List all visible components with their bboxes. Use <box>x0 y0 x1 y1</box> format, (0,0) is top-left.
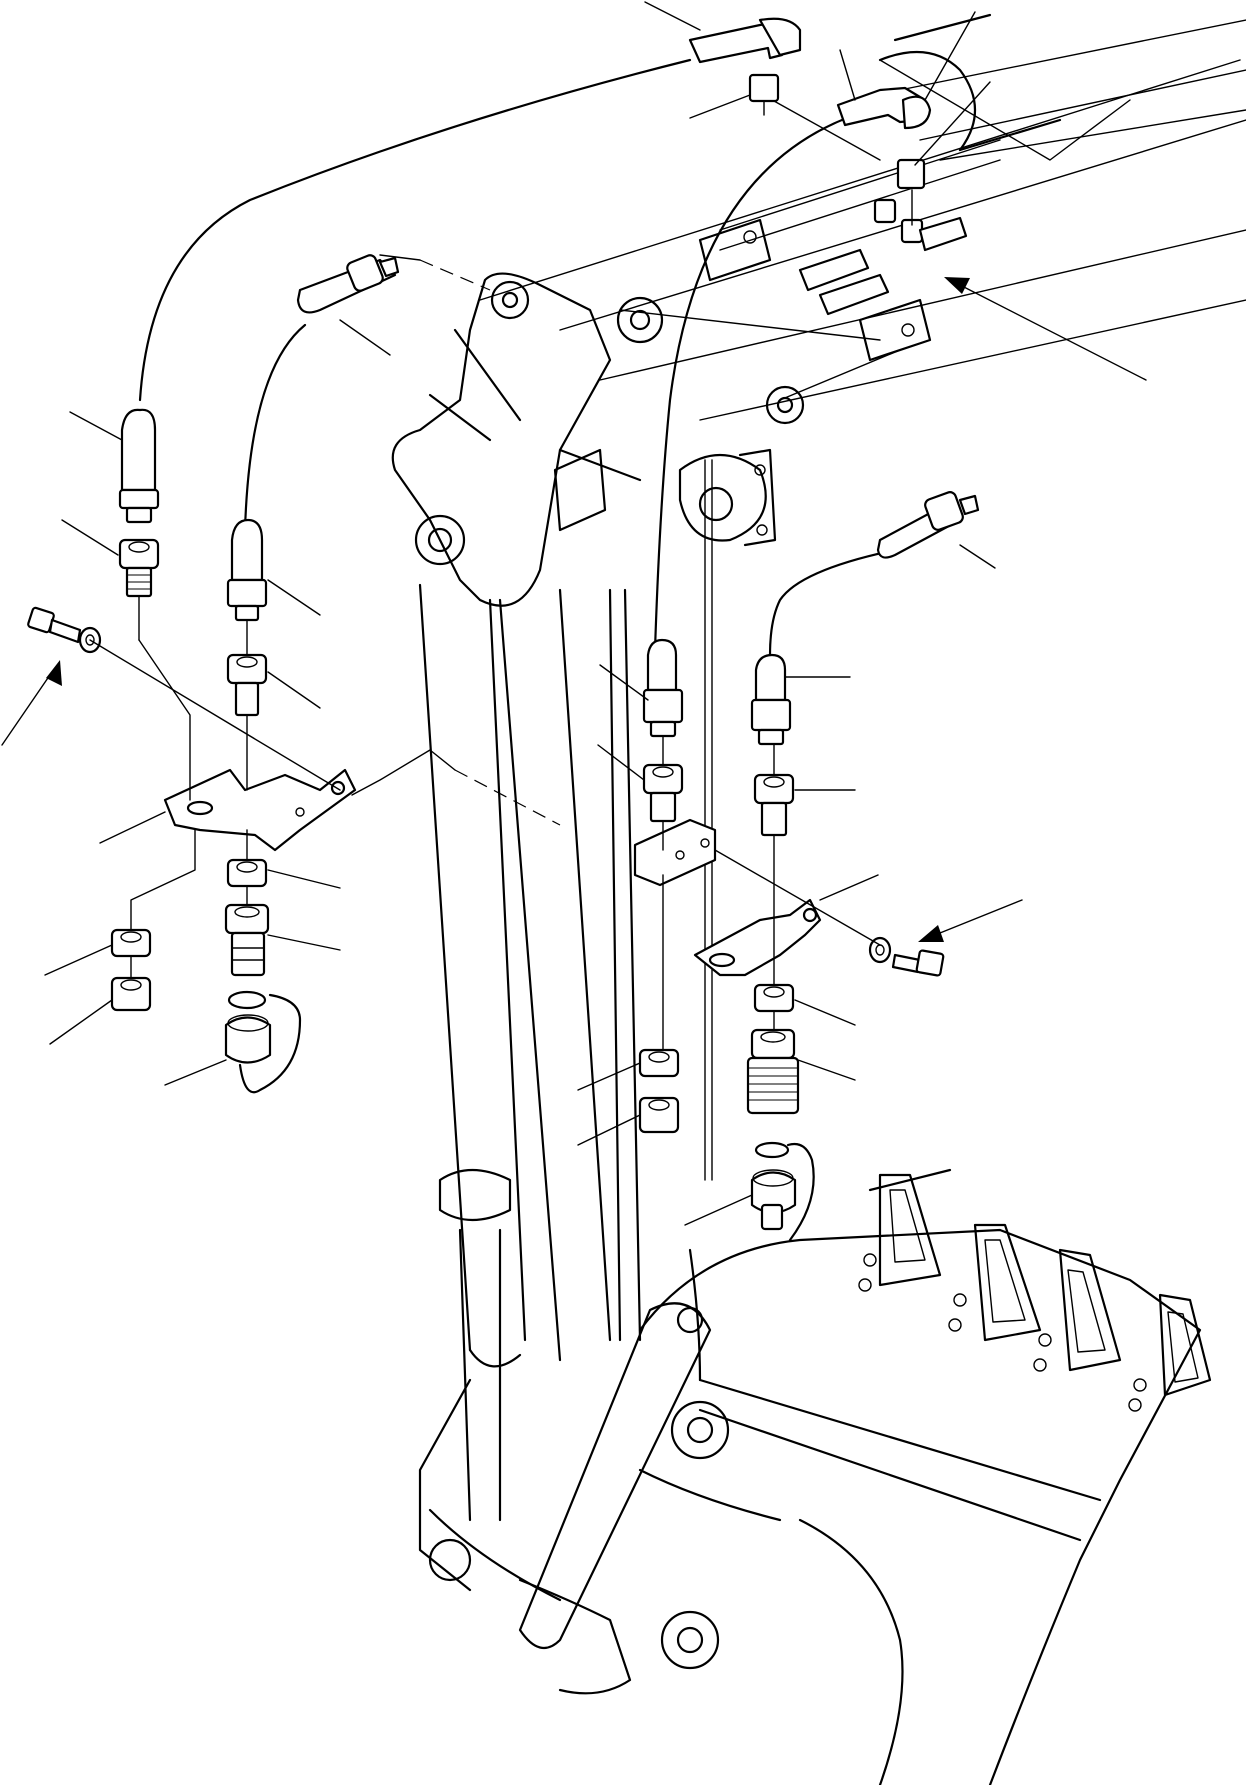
quick-coupler-icon <box>746 1028 800 1115</box>
dust-cap-icon <box>750 1141 815 1242</box>
hose-end-icon <box>118 408 160 524</box>
quick-coupler-icon <box>224 903 270 977</box>
elbow-fitting-icon <box>836 86 932 130</box>
nut-icon <box>110 928 152 958</box>
hose-end-icon <box>226 518 268 622</box>
bolt-icon <box>891 949 945 977</box>
bracket-icon <box>693 898 822 977</box>
bolt-icon <box>27 606 82 644</box>
adapter-icon <box>226 653 268 717</box>
nut-icon <box>110 976 152 1012</box>
nut-icon <box>638 1048 680 1078</box>
assembly-lines <box>89 100 913 1051</box>
hose-end-icon <box>296 254 400 314</box>
adapter-icon <box>118 538 160 598</box>
washer-icon <box>78 626 102 654</box>
nut-icon <box>638 1096 680 1134</box>
callout-leaders <box>44 1 996 1226</box>
adapter-icon <box>748 73 780 116</box>
adapter-icon <box>753 773 795 837</box>
hose-end-icon <box>642 638 684 738</box>
hydraulic-hoses <box>138 58 897 1181</box>
hose-end-icon <box>876 491 980 559</box>
nut-icon <box>753 983 795 1013</box>
nut-icon <box>226 858 268 888</box>
arrow-icon <box>944 277 1147 381</box>
bracket-icon <box>163 768 357 852</box>
dust-cap-icon <box>224 990 302 1094</box>
arm-structure <box>391 13 1246 1785</box>
hose-end-icon <box>750 653 792 746</box>
arrow-icon <box>918 899 1023 942</box>
clamp-block-icon <box>633 818 717 887</box>
hose-end-icon <box>798 216 968 316</box>
elbow-fitting-icon <box>688 17 802 64</box>
arrow-icon <box>1 660 62 746</box>
adapter-icon <box>642 763 684 823</box>
